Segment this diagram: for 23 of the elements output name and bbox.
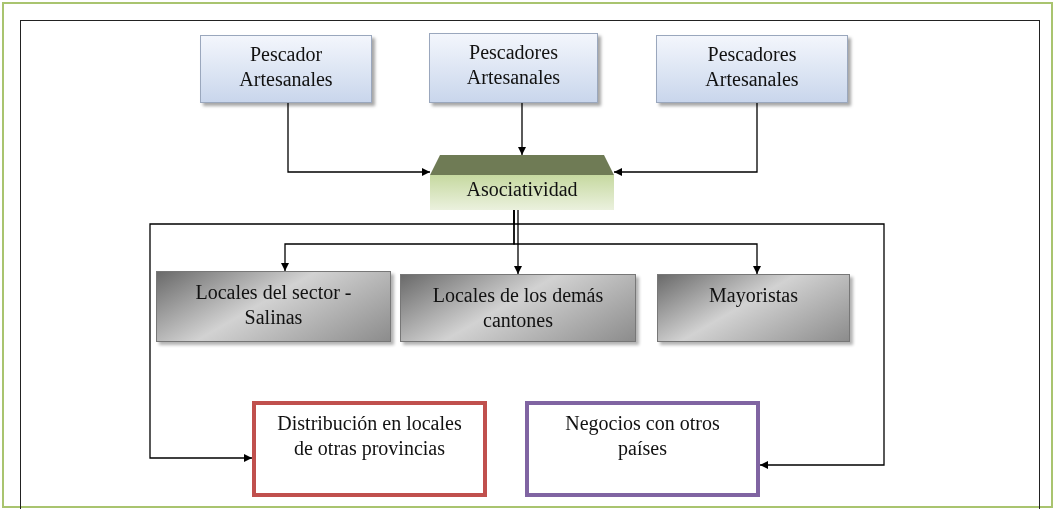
- node-label: Distribución en locales de otras provincias: [276, 411, 463, 461]
- arrow: [613, 102, 758, 176]
- arrow: [513, 209, 885, 469]
- node-label: Pescadores Artesanales: [465, 40, 562, 90]
- process-box: [657, 274, 850, 342]
- arrow: [514, 209, 522, 275]
- node-label: Locales del sector - Salinas: [194, 280, 353, 330]
- process-box: [400, 274, 636, 342]
- process-box: [656, 35, 848, 103]
- process-box: [156, 271, 391, 342]
- node-label: Asociatividad: [465, 177, 579, 202]
- process-box: [200, 35, 372, 103]
- trapezoid-box: [430, 155, 614, 210]
- node-label: Negocios con otros países: [564, 411, 721, 461]
- process-box: [429, 33, 598, 103]
- node-label: Pescadores Artesanales: [704, 42, 800, 92]
- node-label: Mayoristas: [708, 283, 799, 308]
- node-label: Pescador Artesanales: [238, 42, 334, 92]
- arrow: [287, 102, 431, 176]
- arrow: [518, 102, 526, 156]
- node-label: Locales de los demás cantones: [431, 283, 605, 333]
- process-box: [525, 401, 760, 497]
- process-box: [252, 401, 487, 497]
